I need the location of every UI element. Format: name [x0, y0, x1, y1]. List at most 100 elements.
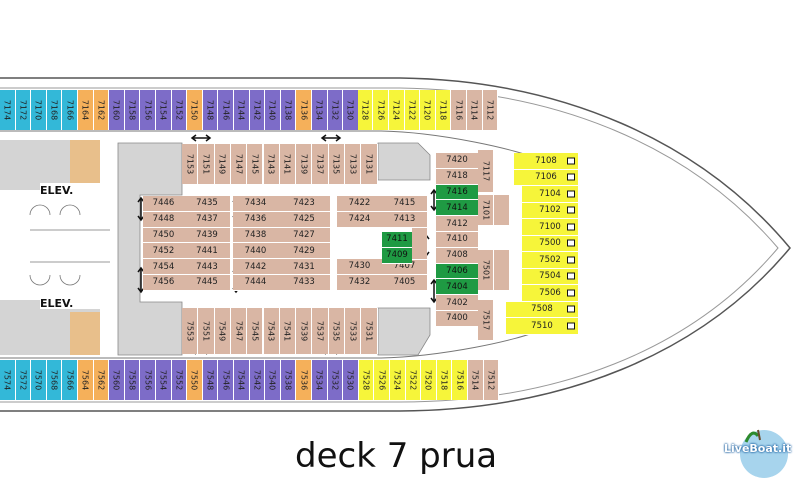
cabin-7133: 7133 — [345, 144, 362, 184]
doors — [29, 204, 110, 286]
cabin-number: 7432 — [348, 277, 371, 288]
cabin-number: 7440 — [244, 245, 267, 256]
cabin-7136: 7136 — [296, 90, 312, 130]
cabin-number: 7160 — [111, 99, 121, 121]
cabin-number: 7454 — [152, 261, 175, 272]
tv-icon — [567, 256, 575, 264]
cabin-7140: 7140 — [265, 90, 281, 130]
cabin-7436: 7436 — [233, 211, 278, 228]
fwd-structure-bottom — [377, 307, 431, 356]
cabin-7430: 7430 — [337, 259, 382, 275]
tv-icon — [567, 206, 575, 214]
tv-icon — [567, 239, 575, 247]
cabin-number: 7456 — [152, 277, 175, 288]
tv-icon — [567, 190, 575, 198]
cabin-number: 7407 — [393, 261, 416, 272]
cabin-7410: 7410 — [436, 232, 478, 248]
cabin-7504: 7504 — [522, 268, 578, 285]
cabin-7549: 7549 — [214, 308, 231, 354]
tv-icon — [567, 272, 575, 280]
cabin-7441: 7441 — [184, 243, 230, 260]
cabin-7404: 7404 — [436, 279, 478, 296]
cabin-number: 7128 — [360, 99, 370, 121]
cabin-7149: 7149 — [214, 144, 231, 184]
cabin-7425: 7425 — [278, 211, 330, 228]
cabin-7440: 7440 — [233, 243, 278, 260]
cabin-number: 7413 — [393, 214, 416, 225]
stair-top — [70, 140, 100, 185]
cabin-7166: 7166 — [62, 90, 78, 130]
cabin-7438: 7438 — [233, 227, 278, 244]
cabin-number: 7528 — [361, 369, 371, 391]
cabin-7429: 7429 — [278, 243, 330, 260]
cabin-number: 7411 — [386, 234, 408, 245]
cabin-7439: 7439 — [184, 227, 230, 244]
cabin-7548: 7548 — [202, 360, 219, 400]
cabin-7564: 7564 — [78, 360, 94, 400]
cabin-number: 7558 — [127, 369, 137, 391]
cabin-7437: 7437 — [184, 211, 230, 228]
cabin-number: 7438 — [244, 229, 267, 240]
cabin-number: 7126 — [376, 99, 386, 121]
cabin-7456: 7456 — [143, 275, 184, 291]
cabin-7524: 7524 — [390, 360, 406, 400]
cabin-number: 7102 — [539, 205, 561, 216]
cabin-number: 7143 — [266, 153, 276, 175]
cabin-number: 7170 — [33, 99, 43, 121]
cabin-number: 7444 — [244, 277, 267, 288]
cabin-number: 7106 — [535, 172, 557, 183]
cabin-number: 7532 — [330, 369, 340, 391]
cabin-number: 7439 — [196, 229, 218, 240]
cabin-number: 7524 — [392, 369, 402, 391]
cabin-7128: 7128 — [357, 90, 374, 130]
elevator-label-bottom: ELEV. — [40, 297, 74, 310]
cabin-number: 7516 — [455, 369, 465, 391]
cabin-number: 7508 — [531, 304, 553, 315]
cabin-7442: 7442 — [233, 259, 278, 275]
cabin-7435: 7435 — [184, 196, 230, 212]
cabin-number: 7124 — [391, 99, 401, 121]
cabin-7411: 7411 — [382, 232, 412, 248]
cabin-number: 7566 — [65, 369, 75, 391]
cabin-7450: 7450 — [143, 227, 184, 244]
cabin-number: 7501 — [481, 259, 490, 281]
cabin-7126: 7126 — [373, 90, 389, 130]
cabin-7154: 7154 — [156, 90, 172, 130]
cabin-number: 7437 — [196, 214, 218, 225]
cabin-7574: 7574 — [0, 360, 16, 400]
cabin-number: 7136 — [299, 99, 309, 121]
cabin-7156: 7156 — [140, 90, 156, 130]
cabin-number: 7550 — [189, 369, 199, 391]
cabin-number: 7445 — [196, 277, 218, 288]
cabin-number: 7546 — [221, 369, 231, 391]
cabin-number: 7543 — [266, 320, 276, 342]
cabin-number: 7443 — [196, 261, 218, 272]
cabin-7445: 7445 — [184, 275, 230, 291]
cabin-7415: 7415 — [382, 196, 427, 212]
cabin-number: 7150 — [189, 99, 199, 121]
cabin-number: 7422 — [348, 198, 371, 209]
cabin-7502: 7502 — [522, 252, 578, 269]
cabin-number: 7504 — [539, 271, 561, 282]
cabin-7416: 7416 — [436, 184, 478, 201]
cabin-7124: 7124 — [389, 90, 405, 130]
cabin-number: 7132 — [330, 99, 340, 121]
cabin-7174: 7174 — [0, 90, 16, 130]
cabin-number: 7104 — [539, 188, 561, 199]
cabin-7510: 7510 — [506, 318, 578, 335]
cabin-number: 7135 — [331, 153, 341, 175]
cabin-7541: 7541 — [279, 308, 297, 354]
cabin-number: 7172 — [18, 99, 28, 121]
cabin-7545: 7545 — [247, 308, 264, 354]
cabin-number: 7166 — [65, 99, 75, 121]
cabin-7135: 7135 — [328, 144, 345, 184]
cabin-number: 7408 — [446, 250, 468, 261]
cabin-7117: 7117 — [478, 150, 494, 192]
cabin-number: 7548 — [205, 369, 215, 391]
cabin-7405: 7405 — [382, 274, 427, 291]
cabin-7544: 7544 — [234, 360, 250, 400]
cabin-number: 7134 — [314, 99, 324, 121]
cabin-7418: 7418 — [436, 168, 478, 185]
cabin-7530: 7530 — [343, 360, 359, 400]
